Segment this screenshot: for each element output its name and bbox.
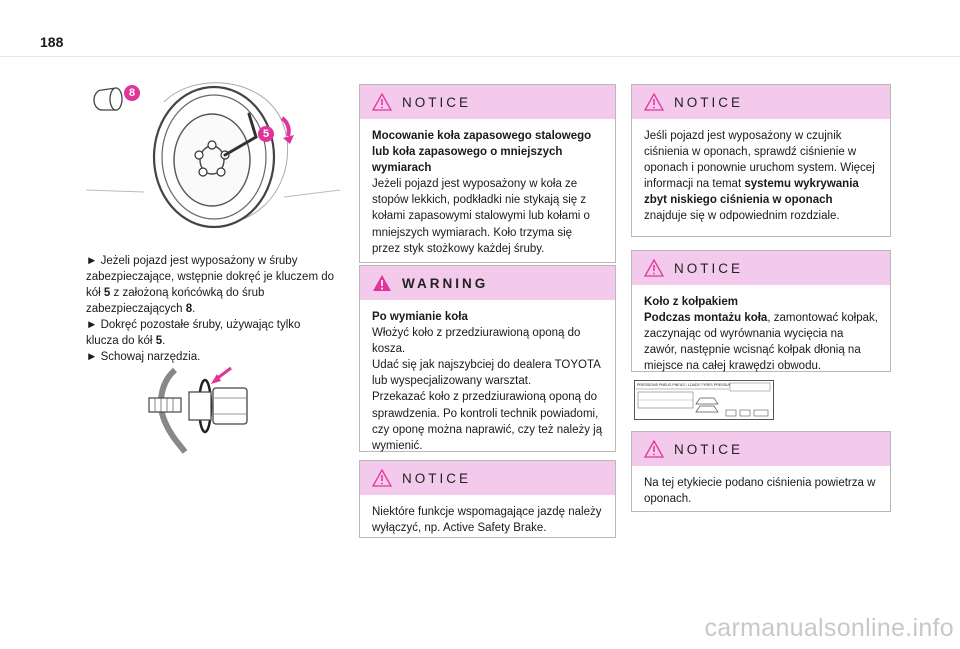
- callout-5: 5: [258, 126, 274, 142]
- page-number: 188: [40, 34, 64, 50]
- caution-triangle-icon: [644, 259, 664, 277]
- instruction-3: ► Schowaj narzędzia.: [86, 351, 201, 363]
- caution-triangle-icon: [644, 440, 664, 458]
- wheel-nut-cap: [93, 87, 123, 111]
- warning-subtitle: Po wymianie koła: [372, 311, 468, 323]
- notice-subtitle: Koło z kołpakiem: [644, 296, 738, 308]
- warning-header: WARNING: [360, 266, 615, 300]
- notice-body: Na tej etykiecie podano ciśnienia powiet…: [632, 466, 890, 515]
- notice-text: Niektóre funkcje wspomagające jazdę nale…: [372, 506, 602, 535]
- notice-header: NOTICE: [632, 432, 890, 466]
- notice-header: NOTICE: [360, 85, 615, 119]
- notice-text: Na tej etykiecie podano ciśnienia powiet…: [644, 477, 876, 506]
- callout-8: 8: [124, 85, 140, 101]
- tyre-pressure-label: PRESSIONS PNEUS PNEUS / LOADS TYRES PRES…: [634, 380, 774, 420]
- instruction-1: ► Jeżeli pojazd jest wyposażony w śruby …: [86, 255, 335, 315]
- notice-box-label: NOTICE Na tej etykiecie podano ciśnienia…: [631, 431, 891, 512]
- warning-text-1: Włożyć koło z przedziurawioną oponą do k…: [372, 327, 581, 356]
- bolt-figure: [148, 366, 248, 454]
- notice-text: Podczas montażu koła, zamontować kołpak,…: [644, 312, 878, 373]
- notice-body: Niektóre funkcje wspomagające jazdę nale…: [360, 495, 615, 544]
- notice-box-driving-aids: NOTICE Niektóre funkcje wspomagające jaz…: [359, 460, 616, 538]
- pressure-system-link: systemu wykrywania zbyt niskiego ciśnien…: [644, 178, 859, 207]
- notice-box-pressure-sensor: NOTICE Jeśli pojazd jest wyposażony w cz…: [631, 84, 891, 237]
- caution-triangle-icon: [644, 93, 664, 111]
- caution-triangle-icon: [372, 93, 392, 111]
- header-divider: [0, 56, 960, 57]
- wheel-figure: [85, 82, 341, 229]
- warning-title: WARNING: [402, 275, 489, 291]
- notice-body: Jeśli pojazd jest wyposażony w czujnik c…: [632, 119, 890, 233]
- notice-title: NOTICE: [674, 260, 744, 276]
- instructions-text: ► Jeżeli pojazd jest wyposażony w śruby …: [86, 253, 336, 365]
- notice-text: Jeżeli pojazd jest wyposażony w koła ze …: [372, 178, 590, 255]
- notice-title: NOTICE: [402, 470, 472, 486]
- notice-title: NOTICE: [674, 94, 744, 110]
- notice-header: NOTICE: [632, 251, 890, 285]
- warning-box-after-change: WARNING Po wymianie koła Włożyć koło z p…: [359, 265, 616, 452]
- notice-header: NOTICE: [360, 461, 615, 495]
- warning-triangle-icon: [373, 275, 391, 291]
- notice-title: NOTICE: [402, 94, 472, 110]
- warning-text-3: Przekazać koło z przedziurawioną oponą d…: [372, 391, 603, 452]
- warning-body: Po wymianie koła Włożyć koło z przedziur…: [360, 300, 615, 462]
- instruction-2: ► Dokręć pozostałe śruby, używając tylko…: [86, 319, 301, 347]
- notice-text: Jeśli pojazd jest wyposażony w czujnik c…: [644, 130, 875, 223]
- notice-body: Koło z kołpakiem Podczas montażu koła, z…: [632, 285, 890, 382]
- notice-body: Mocowanie koła zapasowego stalowego lub …: [360, 119, 615, 265]
- watermark: carmanualsonline.info: [704, 614, 954, 642]
- notice-title: NOTICE: [674, 441, 744, 457]
- caution-triangle-icon: [372, 469, 392, 487]
- notice-subtitle: Mocowanie koła zapasowego stalowego lub …: [372, 130, 592, 175]
- notice-box-hubcap: NOTICE Koło z kołpakiem Podczas montażu …: [631, 250, 891, 372]
- label-header-text: PRESSIONS PNEUS PNEUS / LOADS TYRES PRES…: [637, 383, 737, 387]
- notice-box-spare-wheel: NOTICE Mocowanie koła zapasowego stalowe…: [359, 84, 616, 263]
- notice-header: NOTICE: [632, 85, 890, 119]
- warning-text-2: Udać się jak najszybciej do dealera TOYO…: [372, 359, 601, 388]
